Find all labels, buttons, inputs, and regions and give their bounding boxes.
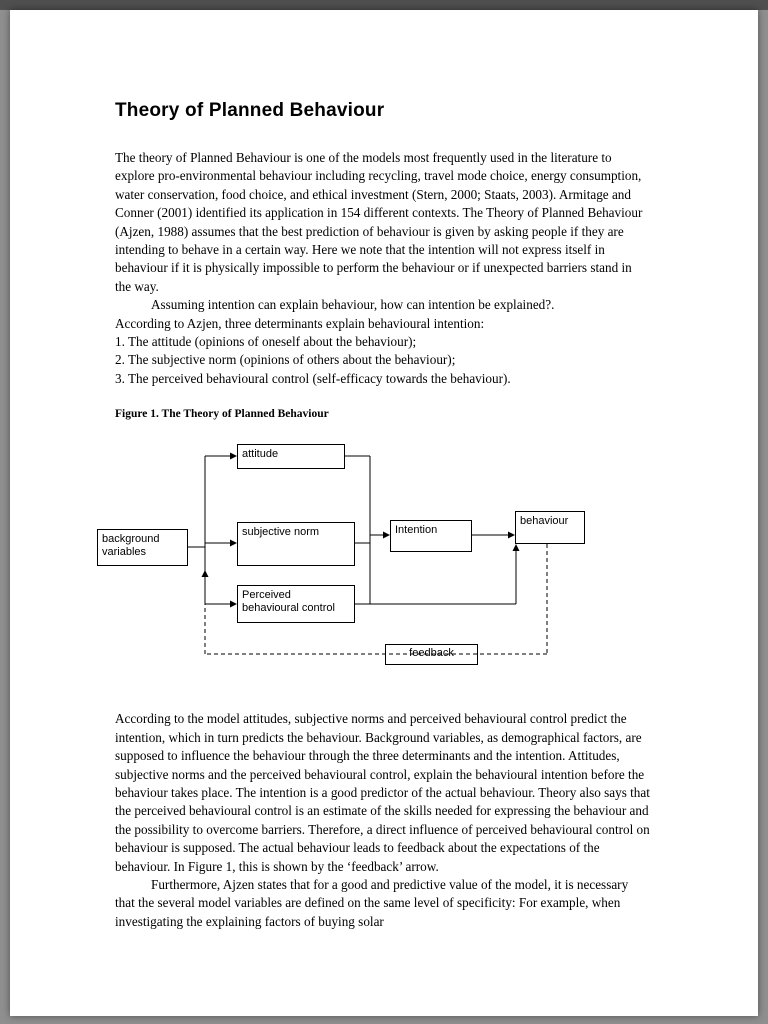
page-content: Theory of Planned Behaviour The theory o… — [10, 10, 758, 931]
document-page: Theory of Planned Behaviour The theory o… — [10, 10, 758, 1016]
feedback-dashed-line — [204, 544, 548, 655]
paragraph-intro: The theory of Planned Behaviour is one o… — [115, 150, 643, 294]
paragraph-question-line1: Assuming intention can explain behaviour… — [151, 297, 555, 313]
right-spine-lines — [345, 455, 383, 605]
paragraph-question-line2: According to Azjen, three determinants e… — [115, 315, 485, 331]
viewer-top-bar — [0, 0, 768, 10]
figure-caption: Figure 1. The Theory of Planned Behaviou… — [115, 408, 329, 421]
diagram-box-attitude: attitude — [237, 444, 345, 470]
document-title: Theory of Planned Behaviour — [115, 100, 385, 121]
control-to-behaviour-line — [355, 551, 517, 605]
diagram-box-perceived-behavioural-control: Perceived behavioural control — [237, 585, 355, 624]
paragraph-furthermore: Furthermore, Ajzen states that for a goo… — [115, 876, 629, 929]
determinant-item-perceived-control: 3. The perceived behavioural control (se… — [115, 370, 511, 386]
diagram-box-background-variables: background variables — [97, 529, 188, 567]
determinant-item-subjective-norm: 2. The subjective norm (opinions of othe… — [115, 352, 456, 368]
tpb-diagram: attitude subjective norm Perceived behav… — [97, 438, 653, 678]
diagram-box-intention: Intention — [390, 520, 472, 553]
diagram-connectors — [188, 452, 548, 655]
diagram-box-subjective-norm: subjective norm — [237, 522, 355, 567]
diagram-box-feedback: feedback — [385, 644, 478, 666]
determinant-item-attitude: 1. The attitude (opinions of oneself abo… — [115, 334, 417, 350]
arrowheads — [201, 452, 520, 608]
diagram-box-behaviour: behaviour — [515, 511, 585, 545]
left-spine-lines — [188, 455, 230, 605]
paragraph-model-explanation: According to the model attitudes, subjec… — [115, 711, 650, 874]
